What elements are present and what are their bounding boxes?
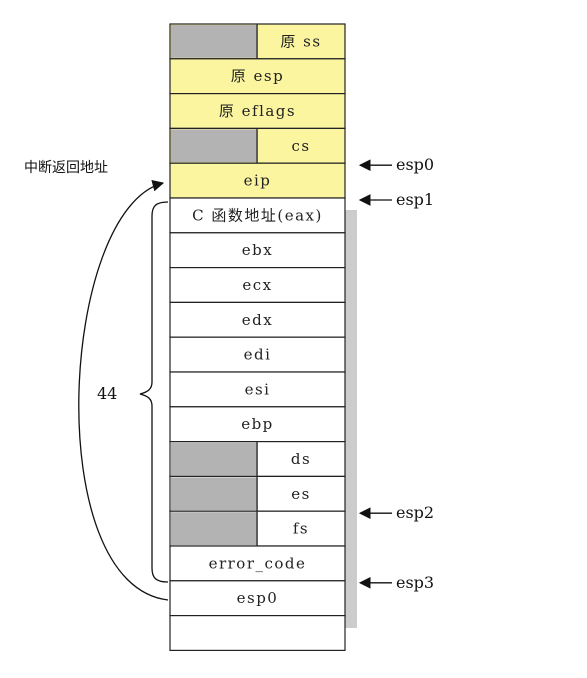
reserved-bits-fill <box>171 25 258 58</box>
stack-cell-label: ebp <box>241 415 274 433</box>
stack-cell-box <box>169 580 346 617</box>
reserved-bits-fill <box>171 442 258 476</box>
stack-cell-box <box>169 371 346 408</box>
stack-shadow <box>345 210 357 628</box>
stack-cell-label: edi <box>244 346 272 364</box>
pointer-esp3: esp3 <box>358 573 434 592</box>
brace-size-label: 44 <box>97 384 117 403</box>
stack-cell-ebx: ebx <box>169 232 346 269</box>
stack-cell-box <box>169 545 346 582</box>
stack-cell-es: es <box>169 475 346 512</box>
stack-cell-cs: cs <box>169 127 346 164</box>
stack-cell-ecx: ecx <box>169 267 346 304</box>
stack-cell-orig-ss: 原 ss <box>169 23 346 60</box>
stack-cell-label: error_code <box>209 554 307 572</box>
pointer-esp2: esp2 <box>358 503 434 522</box>
stack-cell-eip: eip <box>169 162 346 199</box>
stack-cell-error-code: error_code <box>169 545 346 582</box>
stack-cell-label: 原 eflags <box>219 102 296 120</box>
stack-cell-fs: fs <box>169 510 346 547</box>
pointer-label: esp1 <box>396 190 434 209</box>
stack-cell-box <box>169 614 346 651</box>
stack-cell-label: 原 ss <box>280 32 321 50</box>
pointer-esp0: esp0 <box>358 155 434 174</box>
reserved-bits-fill <box>171 512 258 545</box>
stack-cell-box <box>169 232 346 269</box>
stack-cell-label: cs <box>291 137 310 155</box>
stack-cell-label: esp0 <box>237 589 279 607</box>
stack-cell-edi: edi <box>169 336 346 373</box>
pointer-esp1: esp1 <box>358 190 434 209</box>
stack-cell-box <box>169 58 346 95</box>
reserved-bits-fill <box>171 129 258 163</box>
stack-cell-label: ds <box>291 450 311 468</box>
pointer-label: esp3 <box>396 573 434 592</box>
stack-cell-box <box>169 406 346 443</box>
stack-cell-label: fs <box>293 520 309 538</box>
stack-cell-eax: C 函数地址(eax) <box>169 197 346 234</box>
pointer-label: esp0 <box>396 155 434 174</box>
stack-cell-label: ecx <box>242 276 272 294</box>
stack-cell-edx: edx <box>169 301 346 338</box>
stack-cell-label: esi <box>245 380 271 398</box>
stack-cell-label: ebx <box>242 241 273 259</box>
stack-pointers: esp0 esp1 esp2 esp3 <box>358 155 434 592</box>
reserved-bits-fill <box>171 477 258 511</box>
stack-cell-label: es <box>291 485 311 503</box>
stack-cell-orig-eflags: 原 eflags <box>169 92 346 129</box>
stack-cell-label: edx <box>242 311 273 329</box>
stack-cell-esp0-slot: esp0 <box>169 580 346 617</box>
stack-cell-esi: esi <box>169 371 346 408</box>
stack-cell-box <box>169 197 346 234</box>
stack-cell-ds: ds <box>169 441 346 478</box>
stack-cells: 原 ss 原 esp 原 eflags cs eip C 函数地址(eax) ebx ecx e… <box>169 23 346 651</box>
stack-cell-box <box>169 162 346 199</box>
return-curve-arrow <box>78 180 169 601</box>
interrupt-return-label: 中断返回地址 <box>24 160 108 176</box>
pointer-label: esp2 <box>396 503 434 522</box>
stack-cell-label: C 函数地址(eax) <box>192 206 323 224</box>
stack-cell-orig-esp: 原 esp <box>169 58 346 95</box>
stack-cell-empty-slot <box>169 614 346 651</box>
stack-cell-label: 原 esp <box>231 67 284 85</box>
size-brace <box>139 201 169 583</box>
stack-cell-label: eip <box>244 172 272 190</box>
stack-cell-ebp: ebp <box>169 406 346 443</box>
